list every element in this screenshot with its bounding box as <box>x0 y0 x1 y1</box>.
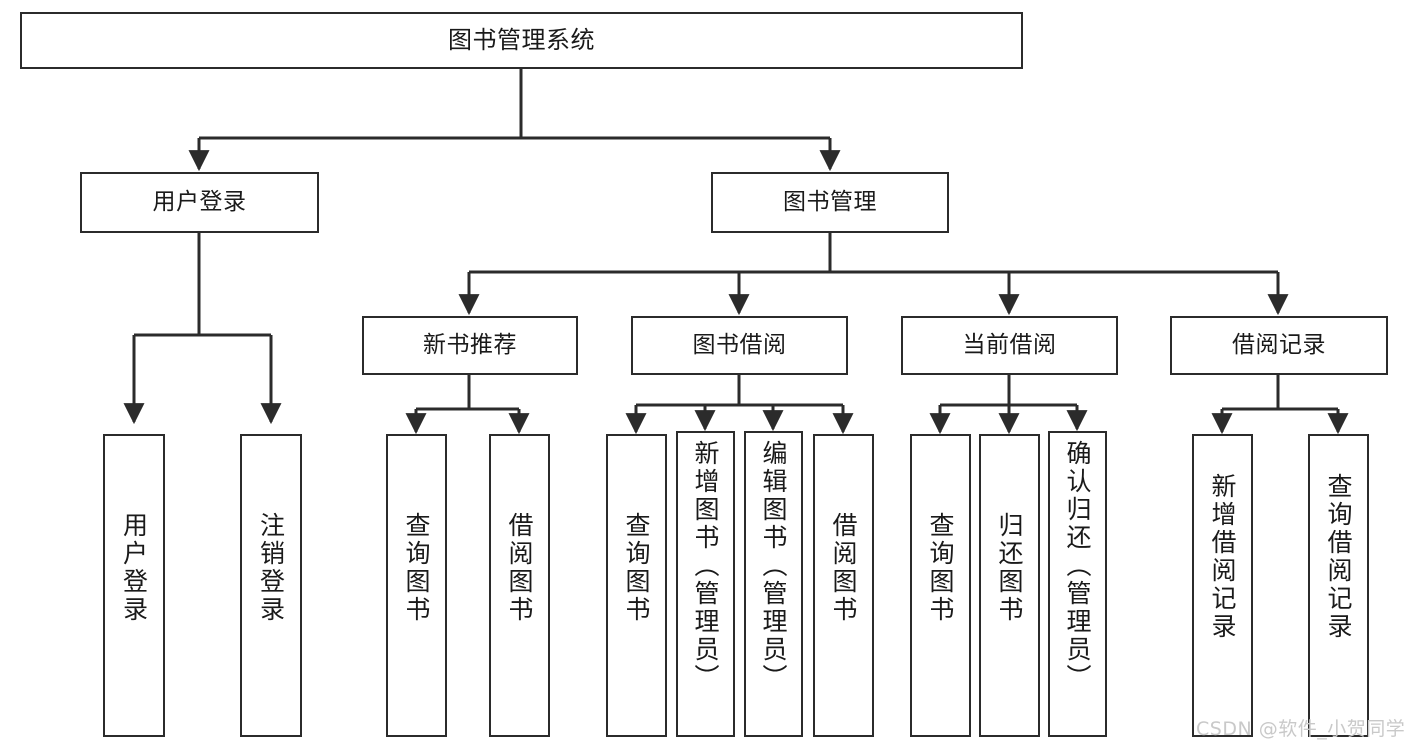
node-leaf-add-book[interactable]: 新增图书（管理员） <box>676 431 735 737</box>
node-leaf-borrow-book-2-label: 借阅图书 <box>829 512 858 624</box>
node-leaf-confirm-return-label: 确认归还（管理员） <box>1063 440 1092 692</box>
node-leaf-query-record[interactable]: 查询借阅记录 <box>1308 434 1369 737</box>
node-leaf-query-book-2-label: 查询图书 <box>622 512 651 624</box>
node-book-manage[interactable]: 图书管理 <box>711 172 949 233</box>
node-leaf-logout[interactable]: 注销登录 <box>240 434 302 737</box>
node-leaf-confirm-return[interactable]: 确认归还（管理员） <box>1048 431 1107 737</box>
node-current-borrow-label: 当前借阅 <box>962 332 1057 359</box>
node-leaf-add-book-label: 新增图书（管理员） <box>691 440 720 692</box>
node-leaf-add-record[interactable]: 新增借阅记录 <box>1192 434 1253 737</box>
node-leaf-user-login-label: 用户登录 <box>119 512 149 624</box>
node-leaf-query-record-label: 查询借阅记录 <box>1324 473 1353 641</box>
node-leaf-query-book-3[interactable]: 查询图书 <box>910 434 971 737</box>
node-leaf-borrow-book-1[interactable]: 借阅图书 <box>489 434 550 737</box>
csdn-watermark: CSDN @软件_小贺同学 <box>1196 718 1405 740</box>
node-leaf-query-book-3-label: 查询图书 <box>926 512 955 624</box>
node-leaf-edit-book[interactable]: 编辑图书（管理员） <box>744 431 803 737</box>
node-root[interactable]: 图书管理系统 <box>20 12 1023 69</box>
node-leaf-edit-book-label: 编辑图书（管理员） <box>759 440 788 692</box>
node-leaf-logout-label: 注销登录 <box>256 512 286 624</box>
node-user-login-label: 用户登录 <box>152 189 247 216</box>
node-book-borrow[interactable]: 图书借阅 <box>631 316 848 375</box>
node-borrow-record[interactable]: 借阅记录 <box>1170 316 1388 375</box>
node-leaf-query-book-1[interactable]: 查询图书 <box>386 434 447 737</box>
node-current-borrow[interactable]: 当前借阅 <box>901 316 1118 375</box>
node-leaf-borrow-book-2[interactable]: 借阅图书 <box>813 434 874 737</box>
node-new-book-recommendation-label: 新书推荐 <box>423 332 517 359</box>
node-leaf-user-login[interactable]: 用户登录 <box>103 434 165 737</box>
node-leaf-return-book[interactable]: 归还图书 <box>979 434 1040 737</box>
node-leaf-query-book-1-label: 查询图书 <box>402 512 431 624</box>
node-leaf-borrow-book-1-label: 借阅图书 <box>505 512 534 624</box>
node-leaf-query-book-2[interactable]: 查询图书 <box>606 434 667 737</box>
node-book-manage-label: 图书管理 <box>783 189 877 216</box>
node-borrow-record-label: 借阅记录 <box>1232 332 1326 359</box>
node-leaf-return-book-label: 归还图书 <box>995 512 1024 624</box>
node-new-book-recommendation[interactable]: 新书推荐 <box>362 316 578 375</box>
node-user-login[interactable]: 用户登录 <box>80 172 319 233</box>
node-root-label: 图书管理系统 <box>448 25 595 54</box>
node-book-borrow-label: 图书借阅 <box>692 332 787 359</box>
node-leaf-add-record-label: 新增借阅记录 <box>1208 473 1237 641</box>
